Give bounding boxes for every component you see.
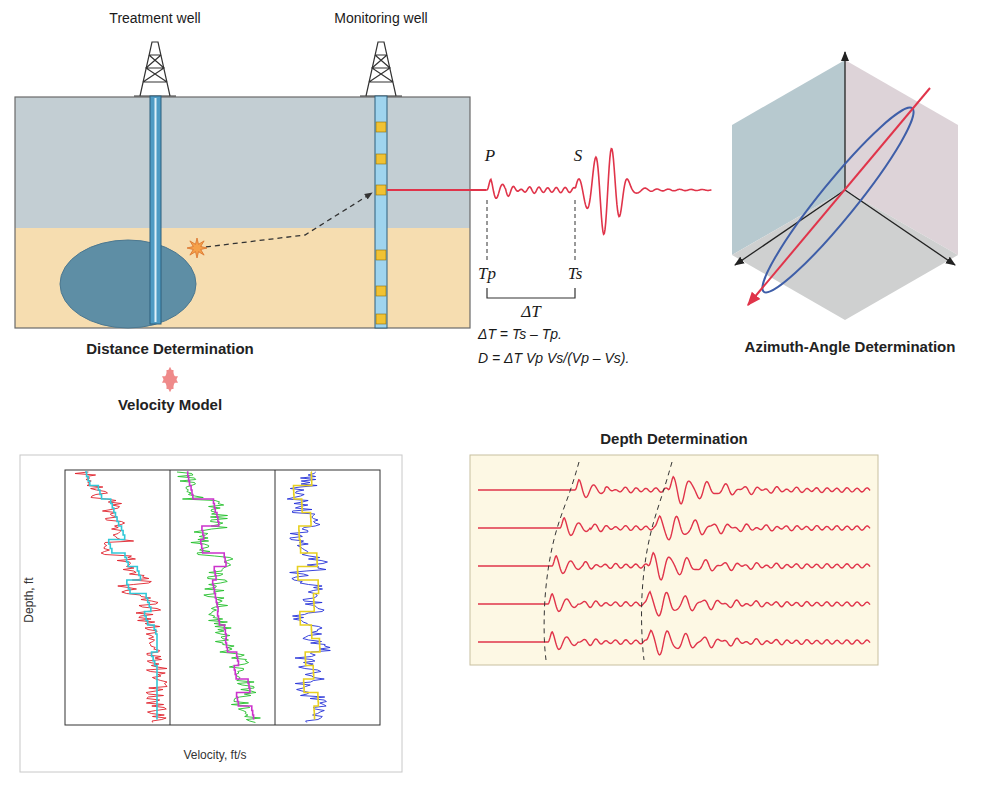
waveform bbox=[486, 149, 711, 235]
pick-lines bbox=[487, 200, 575, 262]
interval-label: ΔT bbox=[521, 302, 540, 322]
ray-path bbox=[197, 193, 372, 248]
time-label: Ts bbox=[568, 264, 583, 284]
plot-frame bbox=[65, 470, 380, 725]
section-title: Distance Determination bbox=[86, 340, 254, 358]
panel-title: Depth Determination bbox=[600, 430, 748, 448]
well-label: Monitoring well bbox=[334, 10, 427, 27]
chart-title: Velocity Model bbox=[118, 396, 222, 414]
treatment-derrick bbox=[134, 42, 176, 96]
cross-section bbox=[15, 42, 470, 328]
cube-face bbox=[732, 190, 958, 320]
chart-panel bbox=[20, 455, 402, 772]
log-tracks bbox=[75, 472, 330, 723]
polarization-vector bbox=[748, 88, 930, 305]
treatment-well bbox=[150, 96, 161, 324]
section-frame bbox=[15, 97, 470, 328]
trace-panel bbox=[470, 455, 878, 665]
axis-title: Velocity, ft/s bbox=[183, 748, 246, 762]
upper-layer bbox=[15, 97, 470, 228]
hodogram-cube bbox=[732, 52, 958, 320]
interval-bracket bbox=[487, 288, 575, 298]
illustration-panel: Distance Determination bbox=[15, 97, 475, 367]
well-label: Treatment well bbox=[109, 10, 200, 27]
seismic-traces bbox=[478, 462, 870, 660]
well-bore bbox=[155, 98, 157, 322]
formula: ΔT = Ts – Tp. bbox=[478, 326, 562, 343]
trace-panel: Depth Determination bbox=[468, 428, 880, 668]
panel-title: Azimuth-Angle Determination bbox=[745, 338, 956, 356]
time-label: Tp bbox=[478, 264, 496, 284]
signal-line bbox=[387, 189, 486, 191]
monitoring-derrick bbox=[360, 42, 402, 96]
monitoring-well bbox=[375, 96, 387, 328]
phase-label: S bbox=[574, 146, 583, 166]
phase-label: P bbox=[485, 146, 495, 166]
axis-title: Depth, ft bbox=[22, 577, 36, 622]
chart-panel: Velocity ModelVelocity, ft/s Depth, ft bbox=[15, 392, 407, 776]
fracture-zone bbox=[60, 240, 196, 328]
formula: D = ΔT Vp Vs/(Vp – Vs). bbox=[478, 350, 629, 367]
microseismic-event bbox=[187, 238, 207, 258]
geophones bbox=[376, 122, 386, 324]
double-arrow bbox=[167, 370, 174, 389]
